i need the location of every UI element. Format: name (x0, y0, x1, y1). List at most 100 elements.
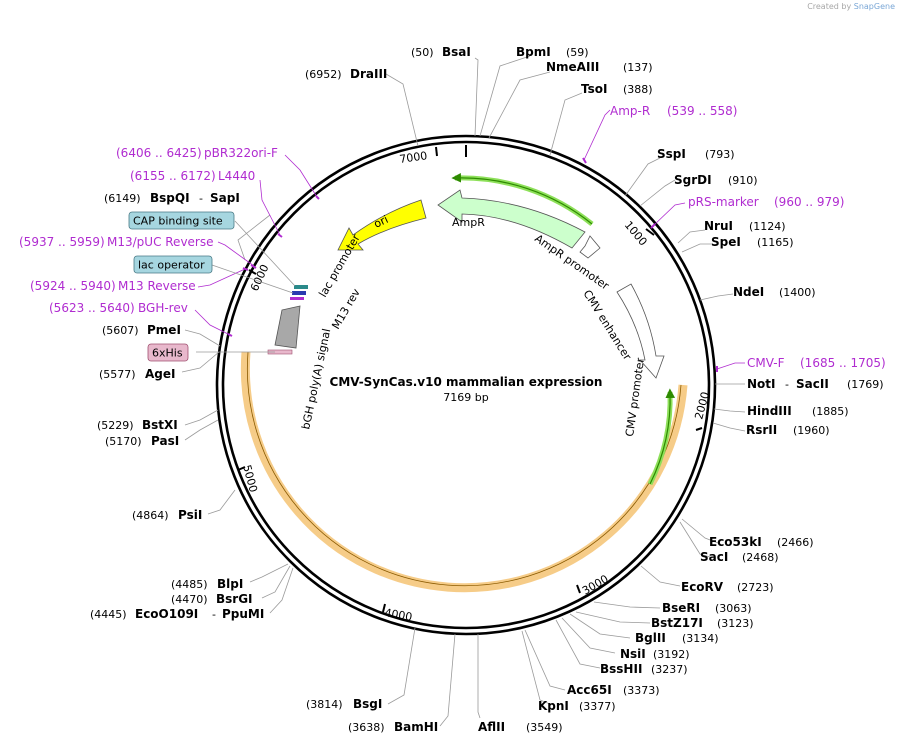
enzyme-pos: (793) (705, 148, 735, 161)
enzyme-pos: (1769) (847, 378, 884, 391)
primer-name: Amp-R (610, 104, 650, 118)
enzyme-pos: (1400) (779, 286, 816, 299)
enzyme-pos: (3123) (717, 617, 754, 630)
enzyme-pos: (50) (411, 46, 434, 59)
enzyme-name: RsrII (746, 423, 777, 437)
ori-feature (337, 199, 427, 251)
primer-range: (539 .. 558) (667, 104, 737, 118)
tick-label: 4000 (383, 606, 413, 624)
ori-label: ori (372, 213, 390, 231)
enzyme-name: NmeAIII (546, 60, 599, 74)
primer-name: CMV-F (747, 356, 785, 370)
primer-name: L4440 (218, 169, 255, 183)
enzyme-pos: (2723) (737, 581, 774, 594)
enzyme-name: BglII (635, 631, 666, 645)
orf-arc-inner-line (247, 351, 682, 586)
enzyme-pos: (2466) (777, 536, 814, 549)
ruler-ticks (237, 145, 703, 613)
enzyme-name: BsrGI (216, 592, 253, 606)
enzyme-pos: (1885) (812, 405, 849, 418)
enzyme-name: Eco53kI (709, 535, 762, 549)
enzyme-dash: - (199, 192, 203, 205)
enzyme-pos: (4470) (171, 593, 208, 606)
bgh-polya-feature (274, 305, 301, 349)
enzyme-name: KpnI (538, 699, 569, 713)
ampr-label: AmpR (452, 216, 485, 229)
enzyme-name: EcoRV (681, 580, 724, 594)
six-his-label: 6xHis (152, 347, 183, 360)
primer-range: (5623 .. 5640) (49, 301, 135, 315)
primer-range: (1685 .. 1705) (800, 356, 886, 370)
primer-name: M13 Reverse (118, 279, 196, 293)
bgh-polya-label: bGH poly(A) signal (299, 327, 333, 430)
enzyme-name: HindIII (747, 404, 792, 418)
primer-leaders (194, 109, 745, 370)
enzyme-pos: (2468) (742, 551, 779, 564)
enzyme-pos: (6952) (305, 68, 342, 81)
m13-rev-label: M13 rev (329, 286, 363, 331)
enzyme-name: SspI (657, 147, 686, 161)
enzyme-pos: (4445) (90, 608, 127, 621)
enzyme-pos: (6149) (104, 192, 141, 205)
enzyme-name: AflII (478, 720, 505, 734)
snapgene-credit: Created by SnapGene (807, 2, 895, 11)
enzyme-name: Acc65I (567, 683, 612, 697)
enzyme-pos: (1165) (757, 236, 794, 249)
enzyme-name: PsiI (178, 508, 202, 522)
cap-binding-site-label: CAP binding site (133, 215, 223, 228)
ampr-green-arrow-line (451, 173, 593, 225)
enzyme-name: SgrDI (674, 173, 712, 187)
backbone (215, 134, 717, 636)
enzyme-name: BsaI (442, 45, 471, 59)
enzyme-name: SacII (796, 377, 829, 391)
enzyme-name: DraIII (350, 67, 387, 81)
enzyme-name: BsgI (353, 697, 382, 711)
enzyme-name: AgeI (145, 367, 175, 381)
enzyme-leaders (181, 55, 746, 727)
boxed-feature-labels: CAP binding site lac operator 6xHis (128, 211, 235, 362)
enzyme-name: PpuMI (222, 607, 264, 621)
tick-label: 7000 (399, 149, 429, 166)
primer-name: M13/pUC Reverse (107, 235, 214, 249)
enzyme-pos: (1960) (793, 424, 830, 437)
enzyme-name: BpmI (516, 45, 551, 59)
primer-range: (5924 .. 5940) (30, 279, 116, 293)
enzyme-pos: (388) (623, 83, 653, 96)
enzyme-name: NruI (704, 219, 733, 233)
enzyme-name: SapI (210, 191, 240, 205)
enzyme-pos: (3237) (651, 663, 688, 676)
credit-prefix: Created by (807, 2, 852, 11)
enzyme-labels: (6952) DraIII (50) BsaI BpmI (59) NmeAII… (90, 45, 884, 734)
primer-range: (6155 .. 6172) (130, 169, 216, 183)
enzyme-name: TsoI (581, 82, 607, 96)
enzyme-name: BspQI (150, 191, 190, 205)
enzyme-pos: (910) (728, 174, 758, 187)
enzyme-pos: (3192) (653, 648, 690, 661)
enzyme-name: NdeI (733, 285, 764, 299)
enzyme-name: NsiI (620, 647, 646, 661)
orf-arc (240, 351, 688, 593)
enzyme-pos: (3134) (682, 632, 719, 645)
enzyme-name: BssHII (600, 662, 642, 676)
enzyme-name: SacI (700, 550, 728, 564)
enzyme-pos: (5170) (105, 435, 142, 448)
enzyme-name: PmeI (147, 323, 181, 337)
primer-name: BGH-rev (138, 301, 188, 315)
enzyme-name: BlpI (217, 577, 243, 591)
enzyme-dash: - (212, 608, 216, 621)
enzyme-pos: (5577) (99, 368, 136, 381)
tick-label: 6000 (248, 262, 272, 293)
enzyme-pos: (1124) (749, 220, 786, 233)
cmv-enhancer-feature (616, 283, 665, 379)
plasmid-title: CMV-SynCas.v10 mammalian expression (330, 375, 603, 389)
ampr-promoter-feature (579, 235, 601, 259)
enzyme-pos: (4485) (171, 578, 208, 591)
enzyme-name: SpeI (711, 235, 741, 249)
enzyme-pos: (3549) (526, 721, 563, 734)
enzyme-pos: (4864) (132, 509, 169, 522)
primer-range: (960 .. 979) (774, 195, 844, 209)
ampr-feature (437, 189, 586, 249)
enzyme-pos: (5607) (102, 324, 139, 337)
primer-name: pRS-marker (688, 195, 759, 209)
